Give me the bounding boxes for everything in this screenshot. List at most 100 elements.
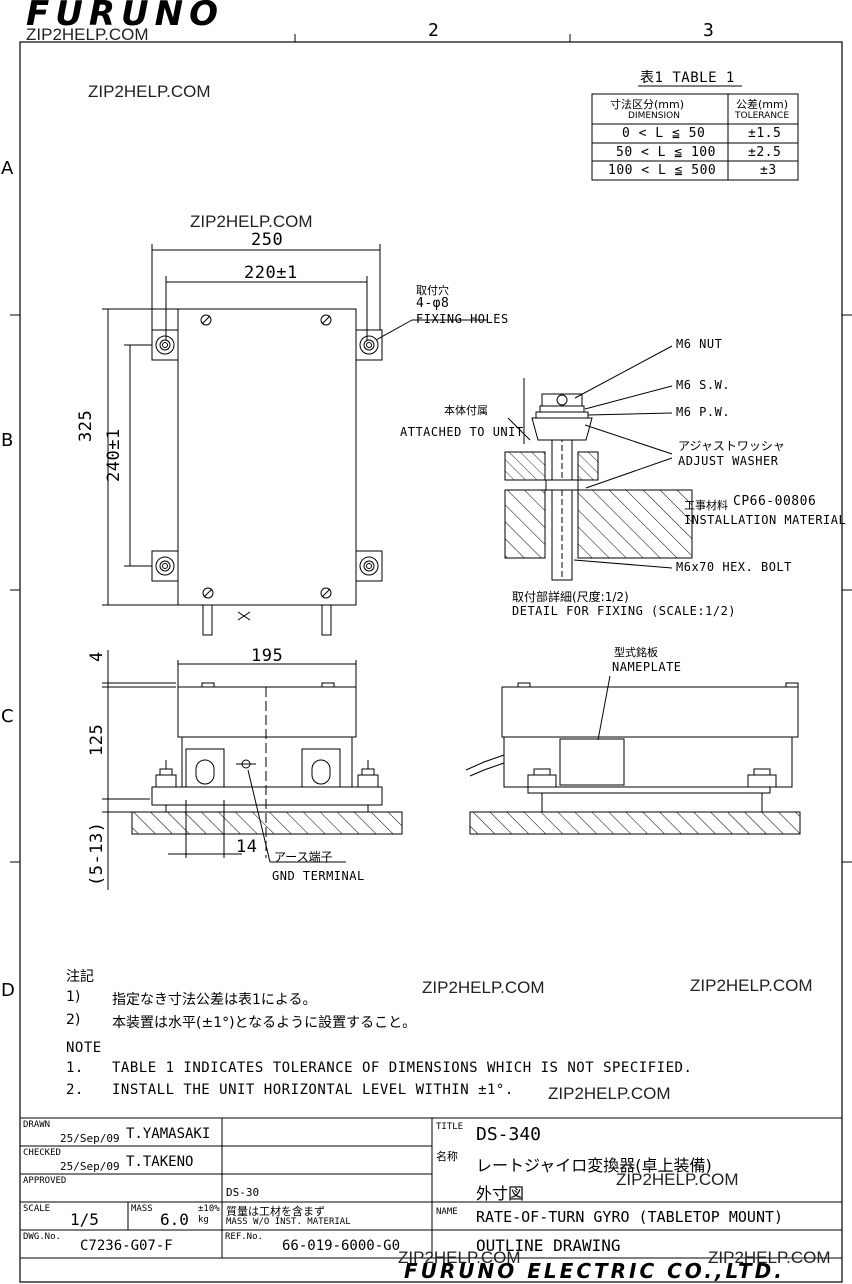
- nameplate-en: NAMEPLATE: [612, 660, 682, 674]
- dim-5-13: (5-13): [87, 821, 107, 886]
- dim-4: 4: [87, 651, 107, 662]
- tb-drawn-label: DRAWN: [23, 1120, 51, 1130]
- brand-logo-top: FURUNO: [26, 0, 224, 34]
- tb-ds30: DS-30: [226, 1186, 260, 1199]
- table1-title: 表1 TABLE 1: [640, 70, 735, 86]
- note-en-1-number: 1.: [66, 1060, 84, 1076]
- watermark-5: ZIP2HELP.COM: [690, 976, 813, 995]
- tb-dwg-number: C7236-G07-F: [80, 1238, 173, 1254]
- install-en: INSTALLATION MATERIAL: [684, 513, 847, 527]
- table1-row1-tol: ±1.5: [748, 126, 782, 141]
- notes-jp-title: 注記: [66, 969, 94, 985]
- watermark-6: ZIP2HELP.COM: [548, 1084, 671, 1103]
- label-bolt: M6x70 HEX. BOLT: [676, 560, 792, 574]
- dim-240: 240±1: [104, 428, 124, 482]
- watermark-7: ZIP2HELP.COM: [616, 1170, 739, 1189]
- watermark-8: ZIP2HELP.COM: [398, 1248, 521, 1267]
- watermark-3: ZIP2HELP.COM: [190, 212, 313, 231]
- front-view: [102, 650, 403, 890]
- note-jp-1-number: 1): [66, 989, 81, 1005]
- adjust-washer-jp: アジャストワッシャ: [678, 439, 785, 453]
- attached-en: ATTACHED TO UNIT: [400, 425, 524, 439]
- dim-195: 195: [251, 646, 284, 666]
- gnd-terminal-en: GND TERMINAL: [272, 869, 365, 883]
- tb-ref-label: REF.No.: [225, 1232, 263, 1242]
- fixing-detail: [504, 345, 693, 581]
- tb-mass-label: MASS: [131, 1204, 153, 1214]
- tb-mass: 6.0: [160, 1210, 189, 1229]
- watermark-1: ZIP2HELP.COM: [26, 25, 149, 44]
- side-view: [465, 675, 801, 835]
- tb-drawing-jp: 外寸図: [476, 1184, 525, 1203]
- gnd-terminal-jp: アース端子: [274, 850, 333, 864]
- tb-title: DS-340: [476, 1124, 542, 1145]
- tb-drawn-name: T.YAMASAKI: [126, 1126, 211, 1142]
- table1-head-tol-jp: 公差(mm): [736, 98, 789, 111]
- tb-checked-label: CHECKED: [23, 1148, 61, 1158]
- install-jp: 工事材料: [684, 499, 728, 512]
- note-jp-2-number: 2): [66, 1012, 81, 1028]
- tb-name-label-jp: 名称: [436, 1150, 458, 1163]
- table1-row3-dim: 100 < L ≦ 500: [608, 163, 717, 178]
- label-m6-sw: M6 S.W.: [676, 378, 731, 392]
- table1-row2-tol: ±2.5: [748, 145, 782, 160]
- tb-drawn-date: 25/Sep/09: [60, 1132, 120, 1145]
- dim-250: 250: [251, 230, 284, 250]
- adjust-washer-en: ADJUST WASHER: [678, 454, 779, 468]
- note-en-1: TABLE 1 INDICATES TOLERANCE OF DIMENSION…: [112, 1060, 693, 1076]
- fixing-holes-jp: 取付穴: [416, 284, 449, 297]
- dim-220: 220±1: [244, 263, 298, 283]
- dim-125: 125: [87, 723, 107, 756]
- tb-name-label-en: NAME: [436, 1207, 458, 1217]
- table1-row1-dim: 0 < L ≦ 50: [622, 126, 706, 141]
- tb-name-jp: レートジャイロ変換器(卓上装備): [476, 1156, 712, 1175]
- table1-row3-tol: ±3: [760, 163, 777, 178]
- column-marker-3: 3: [703, 20, 714, 41]
- tb-approved-label: APPROVED: [23, 1176, 67, 1186]
- table1-head-dim-jp: 寸法区分(mm): [610, 98, 685, 111]
- tb-checked-date: 25/Sep/09: [60, 1160, 120, 1173]
- note-jp-2: 本装置は水平(±1°)となるように設置すること。: [112, 1015, 417, 1031]
- note-en-2-number: 2.: [66, 1082, 84, 1098]
- note-en-2: INSTALL THE UNIT HORIZONTAL LEVEL WITHIN…: [112, 1082, 514, 1098]
- label-m6-nut: M6 NUT: [676, 337, 723, 351]
- tb-drawing-en: OUTLINE DRAWING: [476, 1236, 621, 1255]
- title-block-grid: [20, 1117, 842, 1259]
- watermark-4: ZIP2HELP.COM: [422, 978, 545, 997]
- tb-dwg-label: DWG.No.: [23, 1232, 61, 1242]
- table1-grid: [591, 85, 799, 181]
- table1-head-dim-en: DIMENSION: [628, 111, 680, 121]
- row-marker-b: B: [1, 430, 14, 451]
- label-m6-pw: M6 P.W.: [676, 405, 731, 419]
- row-marker-c: C: [1, 706, 14, 727]
- install-code: CP66-00806: [733, 494, 817, 509]
- tb-scale-label: SCALE: [23, 1204, 51, 1214]
- dim-325: 325: [76, 409, 96, 442]
- detail-title-jp: 取付部詳細(尺度:1/2): [512, 590, 629, 604]
- tb-mass-unit: ±10% kg: [198, 1204, 220, 1225]
- note-jp-1: 指定なき寸法公差は表1による。: [112, 992, 317, 1008]
- row-marker-d: D: [1, 980, 15, 1001]
- table1-head-tol-en: TOLERANCE: [735, 111, 790, 121]
- tb-checked-name: T.TAKENO: [126, 1154, 194, 1170]
- watermark-9: ZIP2HELP.COM: [708, 1248, 831, 1267]
- tb-title-label: TITLE: [436, 1122, 464, 1132]
- nameplate-jp: 型式銘板: [614, 646, 658, 659]
- watermark-2: ZIP2HELP.COM: [88, 82, 211, 101]
- detail-title-en: DETAIL FOR FIXING (SCALE:1/2): [512, 604, 737, 618]
- tb-mass-note-en: MASS W/O INST. MATERIAL: [226, 1217, 351, 1227]
- dim-14: 14: [236, 837, 258, 857]
- attached-jp: 本体付属: [444, 404, 488, 417]
- tb-mass-note-jp: 質量は工材を含まず: [226, 1205, 325, 1218]
- row-marker-a: A: [1, 158, 14, 179]
- table1-row2-dim: 50 < L ≦ 100: [616, 145, 716, 160]
- tb-name-en: RATE-OF-TURN GYRO (TABLETOP MOUNT): [476, 1208, 784, 1226]
- tb-scale: 1/5: [70, 1210, 99, 1229]
- brand-footer: FURUNO ELECTRIC CO.,LTD.: [404, 1259, 785, 1283]
- tb-ref-number: 66-019-6000-G0: [282, 1238, 401, 1254]
- notes-en-title: NOTE: [66, 1040, 102, 1056]
- top-view: [102, 244, 488, 636]
- column-marker-2: 2: [428, 20, 439, 41]
- fixing-holes-en: FIXING HOLES: [416, 312, 509, 326]
